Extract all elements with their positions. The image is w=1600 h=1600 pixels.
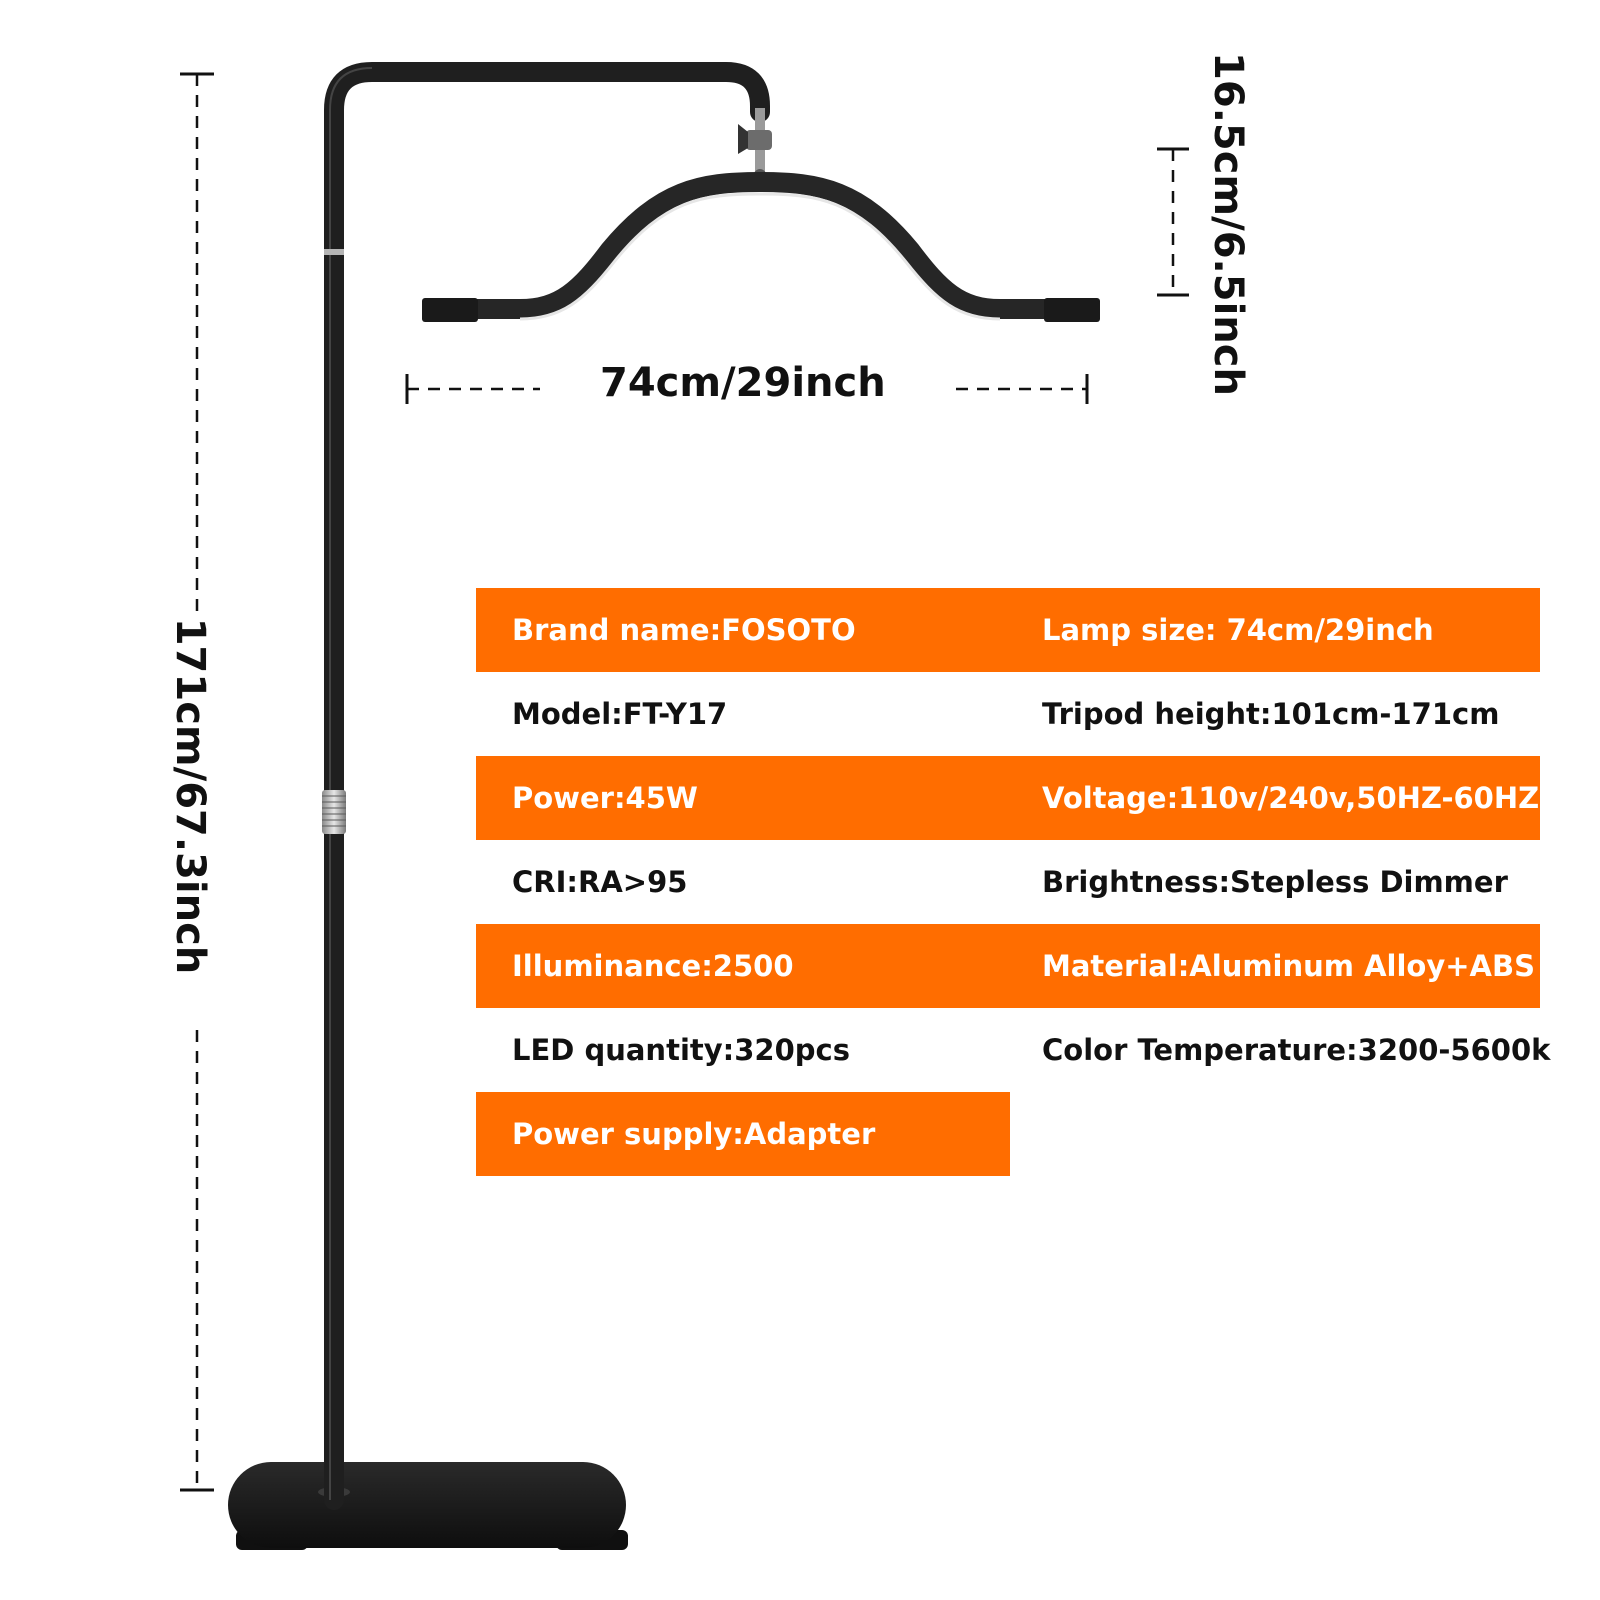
total-height-dimension-line [180, 72, 214, 1492]
spec-row: Power:45W Voltage:110v/240v,50HZ-60HZ [476, 756, 1540, 840]
arched-lamp-head [422, 172, 1100, 322]
lamp-height-dimension-line [1157, 147, 1189, 297]
spec-material: Material:Aluminum Alloy+ABS [1042, 949, 1535, 983]
spec-lamp-size: Lamp size: 74cm/29inch [1042, 613, 1434, 647]
lamp-pole [322, 62, 770, 1510]
spec-row: Power supply:Adapter [476, 1092, 1010, 1176]
spec-row: LED quantity:320pcs Color Temperature:32… [476, 1008, 1550, 1092]
spec-row: Model:FT-Y17 Tripod height:101cm-171cm [476, 672, 1540, 756]
lamp-height-dimension-label: 16.5cm/6.5inch [1205, 52, 1251, 396]
width-dimension-label: 74cm/29inch [600, 360, 886, 406]
spec-table: Brand name:FOSOTO Lamp size: 74cm/29inch… [476, 588, 1550, 1176]
spec-color-temperature: Color Temperature:3200-5600k [1042, 1033, 1551, 1067]
spec-voltage: Voltage:110v/240v,50HZ-60HZ [1042, 781, 1540, 815]
spec-model: Model:FT-Y17 [512, 697, 728, 731]
spec-power: Power:45W [512, 781, 698, 815]
spec-led-quantity: LED quantity:320pcs [512, 1033, 850, 1067]
spec-cri: CRI:RA>95 [512, 865, 688, 899]
spec-brand-name: Brand name:FOSOTO [512, 613, 856, 647]
lamp-base [228, 1462, 628, 1550]
spec-row: CRI:RA>95 Brightness:Stepless Dimmer [476, 840, 1540, 924]
width-dimension-line [405, 374, 1089, 404]
spec-illuminance: Illuminance:2500 [512, 949, 794, 983]
spec-row: Illuminance:2500 Material:Aluminum Alloy… [476, 924, 1540, 1008]
spec-row: Brand name:FOSOTO Lamp size: 74cm/29inch [476, 588, 1540, 672]
spec-power-supply: Power supply:Adapter [512, 1117, 876, 1151]
spec-brightness: Brightness:Stepless Dimmer [1042, 865, 1508, 899]
spec-tripod-height: Tripod height:101cm-171cm [1042, 697, 1500, 731]
total-height-dimension-label: 171cm/67.3inch [167, 617, 213, 975]
